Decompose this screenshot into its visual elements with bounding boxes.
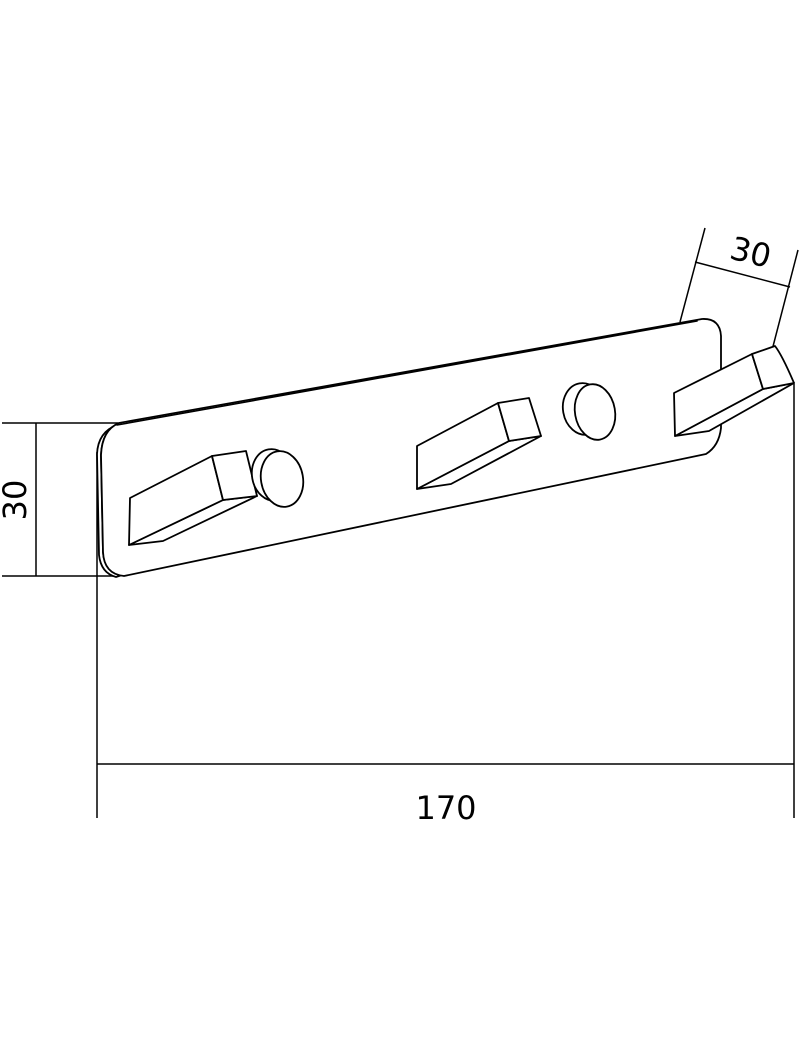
depth-extension-right [769,249,799,359]
hook-right-tip [751,345,795,390]
depth-dimension-label: 30 [726,229,775,276]
hook-middle-cap-front [573,383,617,441]
plate-top-edge [116,320,698,426]
hook-right [673,345,795,437]
depth-dimension: 30 [679,227,799,359]
hook-left-tip [211,450,258,501]
depth-extension-left [679,227,706,323]
depth-dimension-line [694,261,791,288]
plate-front-face [100,318,722,577]
width-dimension-label: 170 [415,789,476,827]
hook-left-cap-front [259,450,305,508]
hook-left [128,448,305,546]
hook-middle-tip [497,397,542,442]
mounting-plate [96,318,722,578]
height-dimension-label: 30 [0,480,34,521]
height-dimension: 30 [0,422,118,577]
hook-middle [416,382,617,490]
width-dimension: 170 [96,384,795,827]
